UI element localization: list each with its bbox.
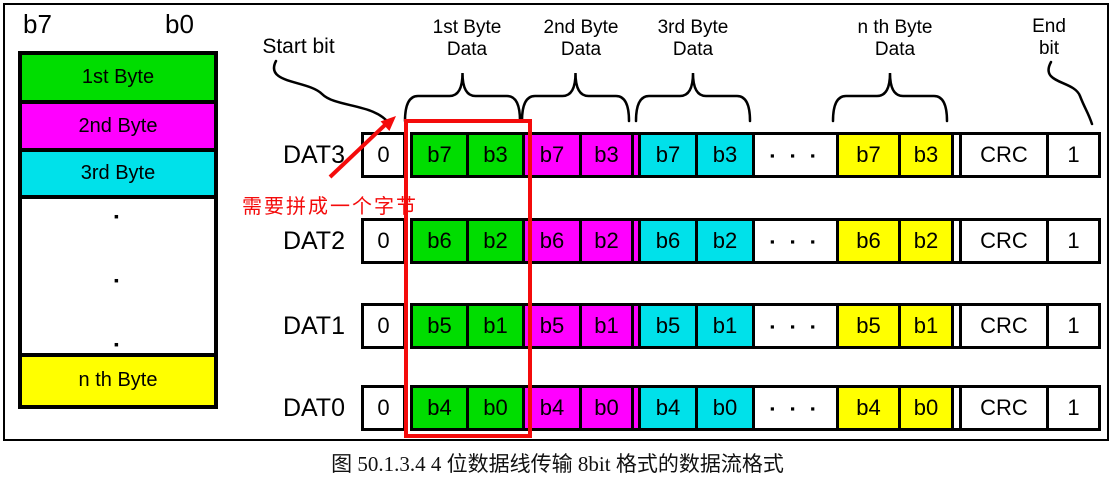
byte1-high-cell: b6 [410,218,469,264]
byte3-high-cell: b4 [638,385,698,431]
end-bit-cell: 1 [1046,303,1101,349]
group-label-byte2: 2nd Byte Data [521,17,641,61]
ellipsis-dot-icon: ▪ [114,208,119,224]
group-label-line1: 1st Byte [432,17,502,38]
bit0-label: b0 [165,9,194,39]
byte1-low-cell: b0 [466,385,525,431]
crc-cell: CRC [959,132,1049,178]
ellipsis-cell: ▪ ▪ ▪ [752,303,839,349]
end-bit-cell: 1 [1046,218,1101,264]
start-bit-cell: 0 [361,132,406,178]
byte3-low-cell: b1 [695,303,755,349]
figure-frame: b7 b0 1st Byte 2nd Byte 3rd Byte ▪ ▪ ▪ n… [3,3,1109,441]
byte2-low-cell: b0 [579,385,634,431]
byte-stack-row-2: 2nd Byte [22,104,214,152]
ellipsis-cell: ▪ ▪ ▪ [752,132,839,178]
group-label-line2: Data [874,39,916,60]
crc-cell: CRC [959,303,1049,349]
byte3-low-cell: b0 [695,385,755,431]
start-bit-cell: 0 [361,385,406,431]
byte2-high-cell: b7 [522,132,582,178]
byte4-low-cell: b0 [898,385,954,431]
start-bit-cell: 0 [361,303,406,349]
byte4-high-cell: b4 [836,385,901,431]
byte-stack-row-1: 1st Byte [22,55,214,104]
byte3-low-cell: b2 [695,218,755,264]
byte4-low-cell: b2 [898,218,954,264]
byte2-low-cell: b2 [579,218,634,264]
group-label-line1: n th Byte [857,17,933,38]
group-label-line1: 3rd Byte [657,17,729,38]
group-label-line2: Data [672,39,714,60]
byte2-high-cell: b5 [522,303,582,349]
end-bit-cell: 1 [1046,132,1101,178]
byte3-low-cell: b3 [695,132,755,178]
byte2-high-cell: b4 [522,385,582,431]
byte3-high-cell: b6 [638,218,698,264]
crc-cell: CRC [959,218,1049,264]
byte3-high-cell: b5 [638,303,698,349]
byte4-high-cell: b7 [836,132,901,178]
byte1-high-cell: b5 [410,303,469,349]
byte2-low-cell: b1 [579,303,634,349]
dat-row-label: DAT2 [282,227,345,255]
ellipsis-dot-icon: ▪ [114,272,119,288]
end-bit-cell: 1 [1046,385,1101,431]
byte4-low-cell: b3 [898,132,954,178]
byte1-high-cell: b4 [410,385,469,431]
end-bit-label: End bit [1019,16,1079,60]
byte1-low-cell: b1 [466,303,525,349]
dat-row-label: DAT1 [282,312,345,340]
group-label-byte-n: n th Byte Data [835,17,955,61]
byte2-low-cell: b3 [579,132,634,178]
dat-row-label: DAT0 [282,394,345,422]
group-label-line2: Data [560,39,602,60]
byte-stack: 1st Byte 2nd Byte 3rd Byte ▪ ▪ ▪ n th By… [18,51,218,409]
group-label-byte1: 1st Byte Data [407,17,527,61]
figure-caption: 图 50.1.3.4 4 位数据线传输 8bit 格式的数据流格式 [331,452,784,476]
byte4-low-cell: b1 [898,303,954,349]
end-bit-label-line1: End [1032,16,1066,37]
group-label-byte3: 3rd Byte Data [633,17,753,61]
ellipsis-cell: ▪ ▪ ▪ [752,385,839,431]
byte1-low-cell: b3 [466,132,525,178]
byte-stack-row-3: 3rd Byte [22,152,214,199]
byte-stack-ellipsis: ▪ ▪ ▪ [22,199,214,353]
dat-row-label: DAT3 [282,141,345,169]
bit7-label: b7 [23,9,52,39]
byte2-high-cell: b6 [522,218,582,264]
group-label-line2: Data [446,39,488,60]
end-bit-label-line2: bit [1038,38,1060,59]
crc-cell: CRC [959,385,1049,431]
byte4-high-cell: b6 [836,218,901,264]
byte-stack-row-n: n th Byte [22,353,214,405]
byte3-high-cell: b7 [638,132,698,178]
byte4-high-cell: b5 [836,303,901,349]
red-note-label: 需要拼成一个字节 [242,196,418,218]
start-bit-label: Start bit [262,35,335,58]
start-bit-cell: 0 [361,218,406,264]
group-label-line1: 2nd Byte [543,17,619,38]
byte1-low-cell: b2 [466,218,525,264]
ellipsis-dot-icon: ▪ [114,336,119,352]
byte1-high-cell: b7 [410,132,469,178]
ellipsis-cell: ▪ ▪ ▪ [752,218,839,264]
